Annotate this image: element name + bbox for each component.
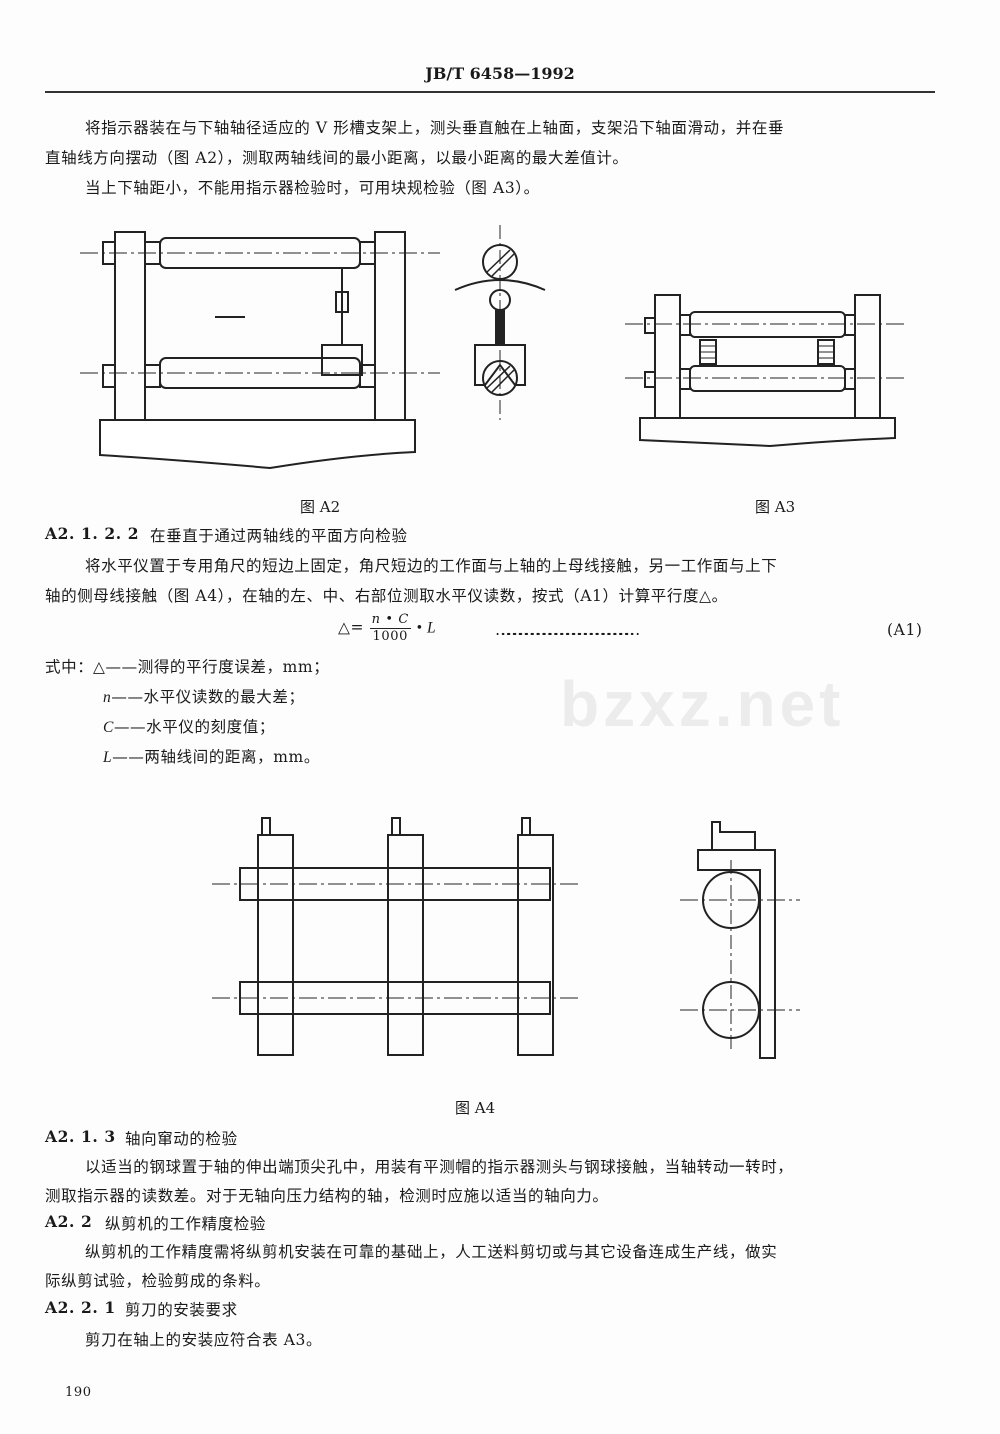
figure-a2-drawing: [80, 225, 546, 470]
section-number: A2. 1. 2. 2: [45, 524, 140, 543]
formula-lhs: △=: [338, 618, 365, 637]
legend-item: n——水平仪读数的最大差；: [103, 688, 305, 706]
paragraph-line: 直轴线方向摆动（图 A2），测取两轴线间的最小距离，以最小距离的最大差值计。: [45, 149, 629, 167]
paragraph-line: 测取指示器的读数差。对于无轴向压力结构的轴，检测时应施以适当的轴向力。: [45, 1187, 609, 1205]
section-title: 在垂直于通过两轴线的平面方向检验: [150, 527, 408, 545]
legend-item: L——两轴线间的距离，mm。: [103, 748, 320, 766]
watermark: bzxz.net: [560, 668, 845, 740]
paragraph-line: 剪刀在轴上的安装应符合表 A3。: [85, 1331, 323, 1349]
figure-a4-caption: 图 A4: [455, 1099, 496, 1117]
figure-a3-caption: 图 A3: [755, 498, 796, 516]
paragraph-line: 纵剪机的工作精度需将纵剪机安装在可靠的基础上，人工送料剪切或与其它设备连成生产线…: [85, 1243, 778, 1261]
legend-intro: 式中：: [45, 658, 94, 676]
formula-leader-dots: ……………………………………………………………: [495, 621, 640, 639]
header-rule: [45, 91, 935, 93]
section-title: 纵剪机的工作精度检验: [105, 1215, 267, 1233]
formula-label: (A1): [887, 621, 923, 639]
figure-a4-drawing: [212, 817, 800, 1059]
paragraph-line: 轴的侧母线接触（图 A4），在轴的左、中、右部位测取水平仪读数，按式（A1）计算…: [45, 587, 728, 605]
figure-a3-drawing: [625, 294, 905, 448]
numerator: n • C: [369, 612, 411, 629]
standard-number-header: JB/T 6458—1992: [425, 64, 575, 83]
legend-item: △——测得的平行度误差，mm；: [93, 658, 330, 676]
paragraph-line: 以适当的钢球置于轴的伸出端顶尖孔中，用装有平测帽的指示器测头与钢球接触，当轴转动…: [85, 1158, 794, 1176]
paragraph-line: 将指示器装在与下轴轴径适应的 V 形槽支架上，测头垂直触在上轴面，支架沿下轴面滑…: [85, 119, 785, 137]
page-number: 190: [65, 1385, 92, 1400]
section-number: A2. 2. 1: [45, 1298, 116, 1317]
formula-rhs: • L: [416, 619, 437, 637]
denominator: 1000: [372, 629, 409, 644]
figure-a2-caption: 图 A2: [300, 498, 341, 516]
legend-item: C——水平仪的刻度值；: [103, 718, 275, 736]
paragraph-line: 当上下轴距小，不能用指示器检验时，可用块规检验（图 A3）。: [85, 179, 540, 197]
section-number: A2. 1. 3: [45, 1127, 116, 1146]
section-title: 轴向窜动的检验: [125, 1130, 238, 1148]
paragraph-line: 际纵剪试验，检验剪成的条料。: [45, 1272, 271, 1290]
paragraph-line: 将水平仪置于专用角尺的短边上固定，角尺短边的工作面与上轴的上母线接触，另一工作面…: [85, 557, 778, 575]
section-title: 剪刀的安装要求: [125, 1301, 238, 1319]
section-number: A2. 2: [45, 1212, 93, 1231]
